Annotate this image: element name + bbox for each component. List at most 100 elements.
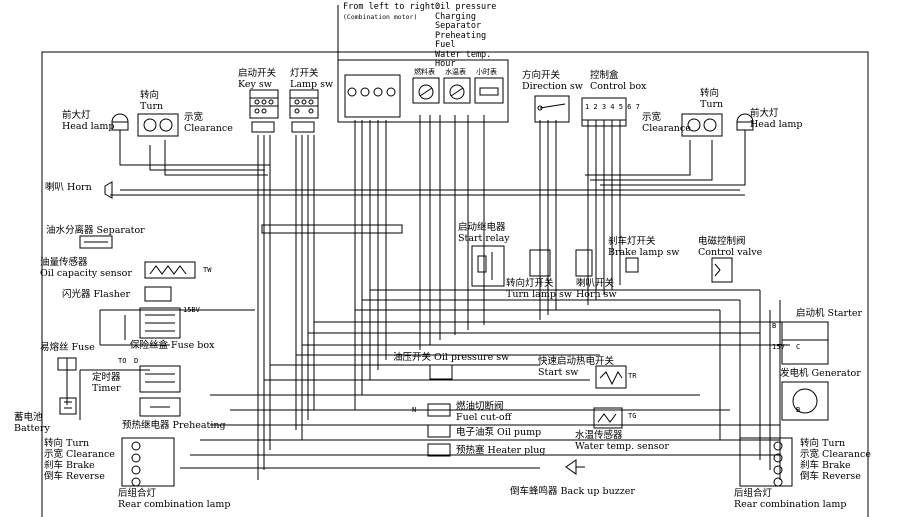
oil-pump-shape	[427, 424, 451, 438]
water-temp-sensor-en: Water temp. sensor	[575, 441, 669, 452]
start-switch-label: 快速启动热电开关 Start sw	[538, 356, 614, 378]
oil-capacity-en: Oil capacity sensor	[40, 268, 132, 279]
rear-left-row-cn: 刹车	[44, 460, 64, 471]
timer-en: Timer	[92, 383, 121, 394]
rear-right-row-cn: 示宽	[800, 449, 820, 460]
flasher-shape	[144, 286, 172, 302]
pin-n: N	[412, 406, 417, 414]
horn-switch-shape	[575, 249, 593, 277]
pin-b-generator: B	[796, 406, 801, 414]
backup-buzzer-cn: 倒车蜂鸣器	[510, 486, 558, 497]
brake-lamp-switch-shape	[625, 257, 639, 273]
control-box-label: 控制盒 Control box	[590, 70, 646, 92]
rear-lamp-left-rows: 转向 Turn 示宽 Clearance 刹车 Brake 倒车 Reverse	[44, 438, 115, 482]
pin-15v: 15V	[772, 343, 785, 351]
oil-pressure-switch-shape	[429, 364, 453, 380]
meter-note-items: Oil pressure Charging Separator Preheati…	[435, 2, 496, 70]
flasher-cn: 闪光器	[62, 289, 91, 300]
rear-right-row-en: Reverse	[822, 471, 861, 482]
starter-en: Starter	[827, 308, 863, 319]
rear-right-row-en: Turn	[822, 438, 846, 449]
start-switch-en: Start sw	[538, 367, 579, 378]
turn-right-en: Turn	[700, 99, 724, 110]
fuse-cn: 易熔丝	[40, 342, 69, 353]
generator-label: 发电机 Generator	[780, 368, 861, 379]
fuel-cutoff-label: 燃油切断阀 Fuel cut-off	[456, 401, 511, 423]
meter-item: Preheating	[435, 30, 487, 41]
start-switch-cn: 快速启动热电开关	[538, 356, 615, 367]
head-lamp-left-label: 前大灯 Head lamp	[62, 110, 114, 132]
direction-switch-label: 方向开关 Direction sw	[522, 70, 583, 92]
head-lamp-left-en: Head lamp	[62, 121, 115, 132]
lamp-switch-label: 灯开关 Lamp sw	[290, 68, 333, 90]
meter-note-header: From left to right:	[343, 2, 441, 12]
rear-right-row-en: Brake	[822, 460, 851, 471]
head-lamp-right-cn: 前大灯	[750, 108, 779, 119]
oil-pump-label: 电子油泵 Oil pump	[456, 427, 541, 438]
backup-buzzer-en: Back up buzzer	[560, 486, 635, 497]
flasher-en: Flasher	[93, 289, 130, 300]
rear-left-row-en: Reverse	[66, 471, 105, 482]
clearance-left-label: 示宽 Clearance	[184, 112, 233, 134]
meter-item: Fuel	[435, 40, 456, 50]
turn-lamp-switch-label: 转向灯开关 Turn lamp sw	[506, 278, 572, 300]
heater-plug-cn: 预热塞	[456, 445, 485, 456]
rear-lamp-right-rows: 转向 Turn 示宽 Clearance 刹车 Brake 倒车 Reverse	[800, 438, 871, 482]
head-lamp-left-shape	[111, 113, 129, 131]
rear-right-row-cn: 倒车	[800, 471, 820, 482]
timer-shape	[139, 365, 181, 393]
rear-left-row-cn: 转向	[44, 438, 64, 449]
oil-capacity-label: 油量传感器 Oil capacity sensor	[40, 257, 132, 279]
battery-label: 蓄电池 Battery	[14, 412, 50, 434]
preheating-relay-shape	[139, 397, 181, 417]
rear-right-row-en: Clearance	[822, 449, 871, 460]
fuse-box-cn: 保险丝盒	[130, 340, 169, 351]
pin-tw: TW	[203, 266, 212, 274]
generator-en: Generator	[811, 368, 861, 379]
turn-right-label: 转向 Turn	[700, 88, 723, 110]
oil-pressure-switch-cn: 油压开关	[393, 352, 432, 363]
head-lamp-right-label: 前大灯 Head lamp	[750, 108, 802, 130]
oil-pump-en: Oil pump	[497, 427, 542, 438]
flasher-label: 闪光器 Flasher	[62, 289, 130, 300]
rear-left-row-en: Brake	[66, 460, 95, 471]
rear-right-row-cn: 刹车	[800, 460, 820, 471]
meter-item: Charging	[435, 11, 476, 22]
pin-tr: TR	[628, 372, 637, 380]
meter-note: From left to right: (Combination motor)	[343, 2, 441, 22]
clearance-right-en: Clearance	[642, 123, 691, 134]
rear-right-row-cn: 转向	[800, 438, 820, 449]
turn-lamp-switch-en: Turn lamp sw	[506, 289, 572, 300]
oil-pressure-switch-label: 油压开关 Oil pressure sw	[393, 352, 509, 363]
control-valve-shape	[711, 257, 733, 283]
fuel-cutoff-shape	[427, 403, 451, 417]
horn-cn: 喇叭	[45, 182, 65, 193]
oil-capacity-cn: 油量传感器	[40, 257, 88, 268]
control-valve-label: 电磁控制阀 Control valve	[698, 236, 762, 258]
rear-left-row-cn: 示宽	[44, 449, 64, 460]
start-relay-shape	[471, 245, 505, 287]
battery-shape	[59, 397, 77, 415]
key-switch-label: 启动开关 Key sw	[238, 68, 276, 90]
generator-shape	[781, 381, 829, 421]
horn-switch-en: Horn sw	[576, 289, 617, 300]
direction-switch-box	[534, 95, 570, 123]
battery-en: Battery	[14, 423, 50, 434]
separator-shape	[79, 235, 113, 249]
water-temp-sensor-label: 水温传感器 Water temp. sensor	[575, 430, 669, 452]
preheating-en: Preheating	[172, 420, 226, 431]
generator-cn: 发电机	[780, 368, 809, 379]
control-box-shape	[581, 97, 627, 127]
rear-lamp-right-title: 后组合灯 Rear combination lamp	[734, 488, 846, 510]
direction-switch-en: Direction sw	[522, 81, 583, 92]
oil-pump-cn: 电子油泵	[456, 427, 495, 438]
control-valve-en: Control valve	[698, 247, 763, 258]
rear-right-title-en: Rear combination lamp	[734, 499, 847, 510]
pin-tg: TG	[628, 412, 637, 420]
horn-switch-label: 喇叭开关 Horn sw	[576, 278, 617, 300]
horn-en: Horn	[67, 182, 92, 193]
heater-plug-en: Heater plug	[487, 445, 546, 456]
gauge-label-hour: 小时表	[476, 68, 497, 76]
fuse-label: 易熔丝 Fuse	[40, 342, 95, 353]
harness-lines	[42, 51, 868, 480]
